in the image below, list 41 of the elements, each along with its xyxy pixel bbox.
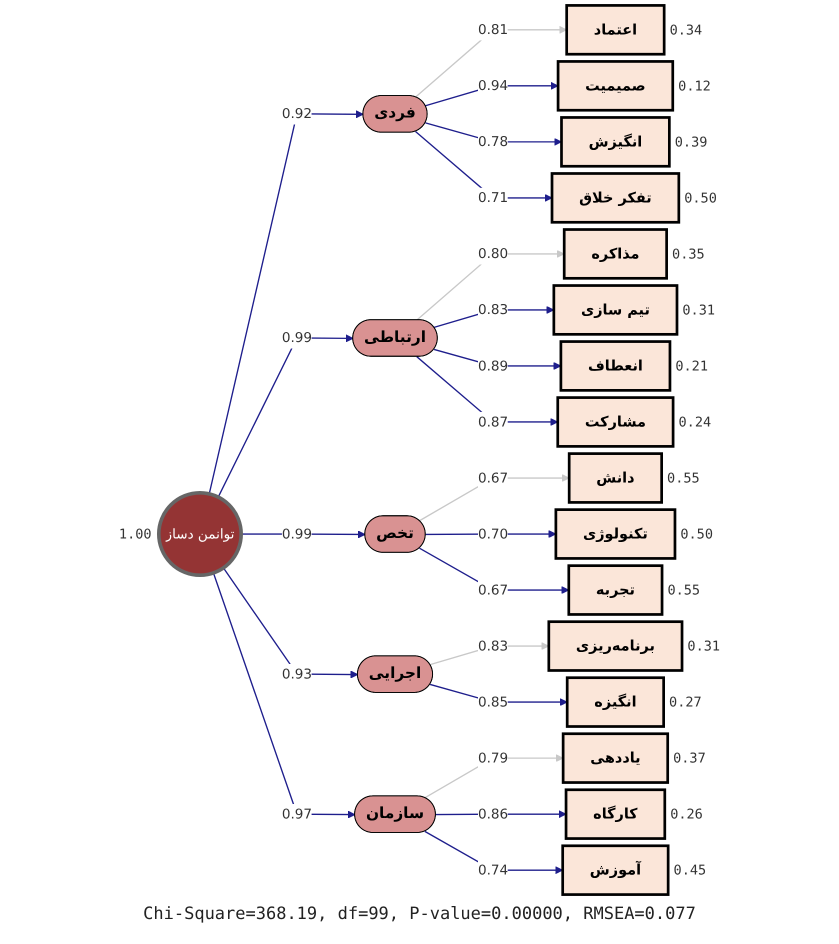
error-variance-value: 0.27 bbox=[669, 694, 702, 711]
indicator-box: مذاکره bbox=[562, 228, 668, 280]
indicator-box: مشارکت bbox=[556, 396, 674, 448]
indicator-box: دانش bbox=[568, 452, 663, 504]
error-variance-value: 0.50 bbox=[684, 190, 717, 206]
error-variance-value: 0.21 bbox=[675, 358, 708, 374]
indicator-box: انگیزش bbox=[560, 116, 671, 168]
indicator-box: تفکر خلاق bbox=[550, 172, 680, 224]
indicator-box: تجربه bbox=[567, 564, 664, 616]
error-variance-value: 0.31 bbox=[687, 638, 720, 655]
error-variance-value: 0.55 bbox=[667, 470, 700, 487]
indicator-box: تکنولوژی bbox=[554, 508, 676, 560]
error-variance-value: 0.55 bbox=[667, 582, 700, 599]
factor-ellipse: اجرایی bbox=[356, 655, 434, 693]
indicator-box: اعتماد bbox=[565, 4, 666, 56]
factor-ellipse: سازمان bbox=[354, 795, 436, 833]
error-variance-value: 0.12 bbox=[678, 78, 711, 94]
error-variance-value: 0.45 bbox=[674, 862, 706, 879]
indicator-box: یاددهی bbox=[562, 732, 670, 784]
factor-ellipse: فردی bbox=[362, 95, 428, 133]
path-arrow bbox=[208, 110, 364, 494]
indicator-box: آموزش bbox=[561, 844, 670, 896]
indicator-box: انعطاف bbox=[560, 340, 672, 392]
path-arrow bbox=[212, 572, 356, 819]
error-variance-value: 0.50 bbox=[680, 526, 714, 543]
indicator-box: صمیمیت bbox=[556, 60, 674, 112]
variance-value: 1.00 bbox=[118, 526, 152, 543]
error-variance-value: 0.35 bbox=[672, 246, 705, 262]
error-variance-value: 0.24 bbox=[678, 414, 712, 430]
fit-statistics-caption: Chi-Square=368.19, df=99, P-value=0.00000, RMSEA=0.077 bbox=[143, 903, 696, 926]
error-variance-value: 0.34 bbox=[670, 22, 702, 38]
error-variance-value: 0.39 bbox=[674, 134, 708, 150]
error-variance-value: 0.31 bbox=[682, 302, 716, 318]
error-variance-value: 0.37 bbox=[673, 750, 706, 767]
indicator-box: برنامه‌ریزی bbox=[547, 620, 684, 672]
factor-ellipse: تخص bbox=[364, 515, 426, 553]
indicator-box: انگیزه bbox=[566, 676, 665, 728]
indicator-box: کارگاه bbox=[564, 788, 666, 840]
factor-ellipse: ارتباطی bbox=[352, 319, 438, 357]
error-variance-value: 0.26 bbox=[670, 806, 703, 823]
indicator-box: تیم سازی bbox=[552, 284, 678, 336]
